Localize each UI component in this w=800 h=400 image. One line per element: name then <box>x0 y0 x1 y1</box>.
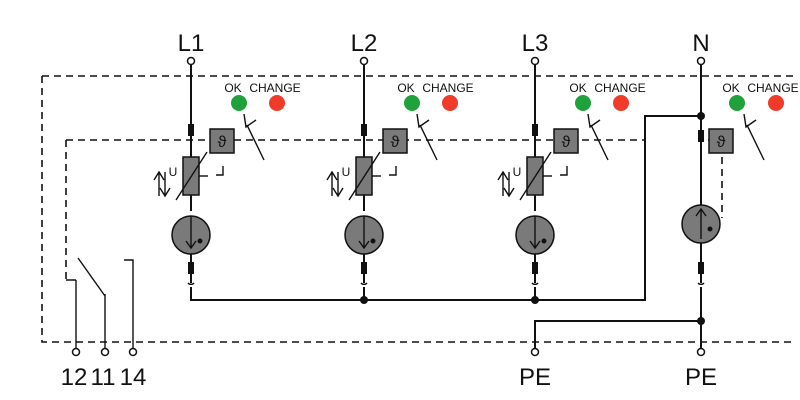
terminal-12: 12 <box>61 347 88 391</box>
module-l2: U ϑ OK CHANGE <box>326 65 474 285</box>
ok-indicator <box>575 95 591 111</box>
terminal-pe-2: PE <box>685 347 717 391</box>
terminal-label-14: 14 <box>120 364 147 391</box>
pe-bus <box>534 320 702 349</box>
change-indicator <box>269 95 285 111</box>
ok-label: OK <box>569 81 586 95</box>
thermal-disconnector <box>553 128 579 154</box>
terminal-l1: L1 <box>178 30 205 66</box>
terminal-label-l3: L3 <box>522 30 549 57</box>
terminal-l2: L2 <box>351 30 378 66</box>
thermal-link-line <box>65 139 722 280</box>
terminal-11: 11 <box>91 347 116 391</box>
terminal-pe-1: PE <box>519 347 551 391</box>
ok-label: OK <box>224 81 241 95</box>
varistor-label: U <box>342 165 351 179</box>
ok-indicator <box>729 95 745 111</box>
terminal-n: N <box>692 30 710 66</box>
ok-indicator <box>404 95 420 111</box>
thermal-disconnector <box>708 128 734 154</box>
module-l1: U ϑ OK CHANGE <box>153 65 301 285</box>
varistor-label: U <box>169 165 178 179</box>
thermal-symbol: ϑ <box>562 134 571 151</box>
change-label: CHANGE <box>422 81 473 95</box>
terminal-label-l1: L1 <box>178 30 205 57</box>
change-indicator <box>768 95 784 111</box>
ok-indicator <box>231 95 247 111</box>
housing-outline <box>41 75 795 343</box>
terminal-label-11: 11 <box>91 364 116 391</box>
change-indicator <box>442 95 458 111</box>
change-label: CHANGE <box>594 81 645 95</box>
terminal-label-pe-1: PE <box>519 364 551 391</box>
ok-label: OK <box>397 81 414 95</box>
terminal-label-pe-2: PE <box>685 364 717 391</box>
thermal-disconnector <box>382 128 408 154</box>
terminal-label-12: 12 <box>61 364 88 391</box>
thermal-symbol: ϑ <box>717 134 726 151</box>
terminal-label-l2: L2 <box>351 30 378 57</box>
thermal-disconnector <box>209 128 235 154</box>
change-indicator <box>613 95 629 111</box>
ok-label: OK <box>722 81 739 95</box>
varistor-label: U <box>513 165 522 179</box>
terminal-l3: L3 <box>522 30 549 66</box>
thermal-symbol: ϑ <box>391 134 400 151</box>
thermal-symbol: ϑ <box>218 134 227 151</box>
module-n: ϑ OK CHANGE <box>681 65 799 321</box>
remote-signal-contact <box>66 257 134 349</box>
terminal-label-n: N <box>692 30 709 57</box>
terminal-14: 14 <box>120 347 147 391</box>
phase-common-bus <box>190 115 701 301</box>
change-label: CHANGE <box>249 81 300 95</box>
module-l3: U ϑ OK CHANGE <box>497 65 646 285</box>
change-label: CHANGE <box>747 81 798 95</box>
